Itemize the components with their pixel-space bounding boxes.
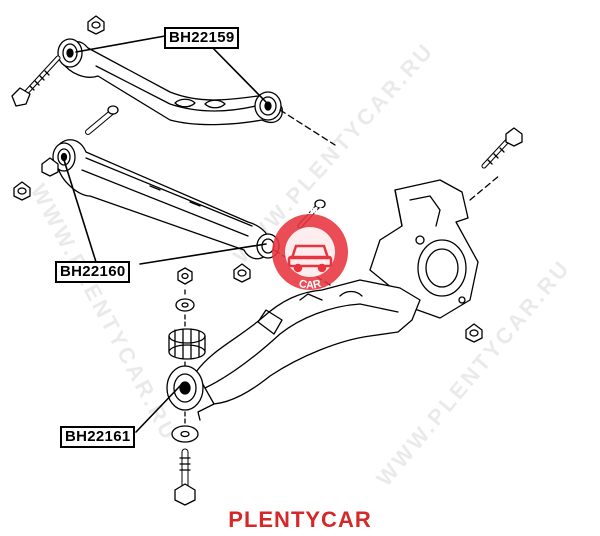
upper-arm-bushing-inner [57, 38, 83, 68]
part-label-bh22160: BH22160 [55, 261, 131, 283]
lower-arm-nut-right [233, 263, 251, 283]
leader-lines [63, 35, 267, 433]
mount-washer-top [175, 298, 195, 312]
rear-subframe [195, 279, 421, 421]
part-label-bh22161: BH22161 [60, 426, 136, 448]
lower-arm-nut-left [13, 157, 59, 201]
mount-rubber-insulator [168, 328, 206, 360]
footer-brand-text: PLENTYCAR [228, 507, 372, 532]
logo-arc-top-text: PLENTY [285, 205, 335, 223]
upper-arm-nut [87, 15, 105, 35]
mount-washer-bottom [171, 425, 199, 443]
subframe-mount-bushing [166, 365, 204, 411]
logo-arc-top-path-text: PLENTY [285, 205, 335, 223]
upper-arm-bolt [11, 55, 61, 107]
logo-arc-bottom-text: CAR [298, 278, 323, 292]
rear-knuckle [369, 179, 479, 319]
part-label-bh22159: BH22159 [164, 27, 240, 49]
logo-arc-bottom-path-text: CAR [298, 278, 323, 292]
mount-top-nut [177, 267, 193, 285]
car-icon [287, 244, 333, 273]
upper-control-arm [61, 41, 283, 126]
mount-bolt [174, 448, 196, 506]
plentycar-logo: PLENTY CAR [272, 205, 348, 292]
upper-arm-bushing-outer [254, 91, 282, 121]
knuckle-bolt [481, 127, 523, 169]
lower-arm-bolt [85, 105, 119, 135]
knuckle-nut [465, 323, 483, 343]
